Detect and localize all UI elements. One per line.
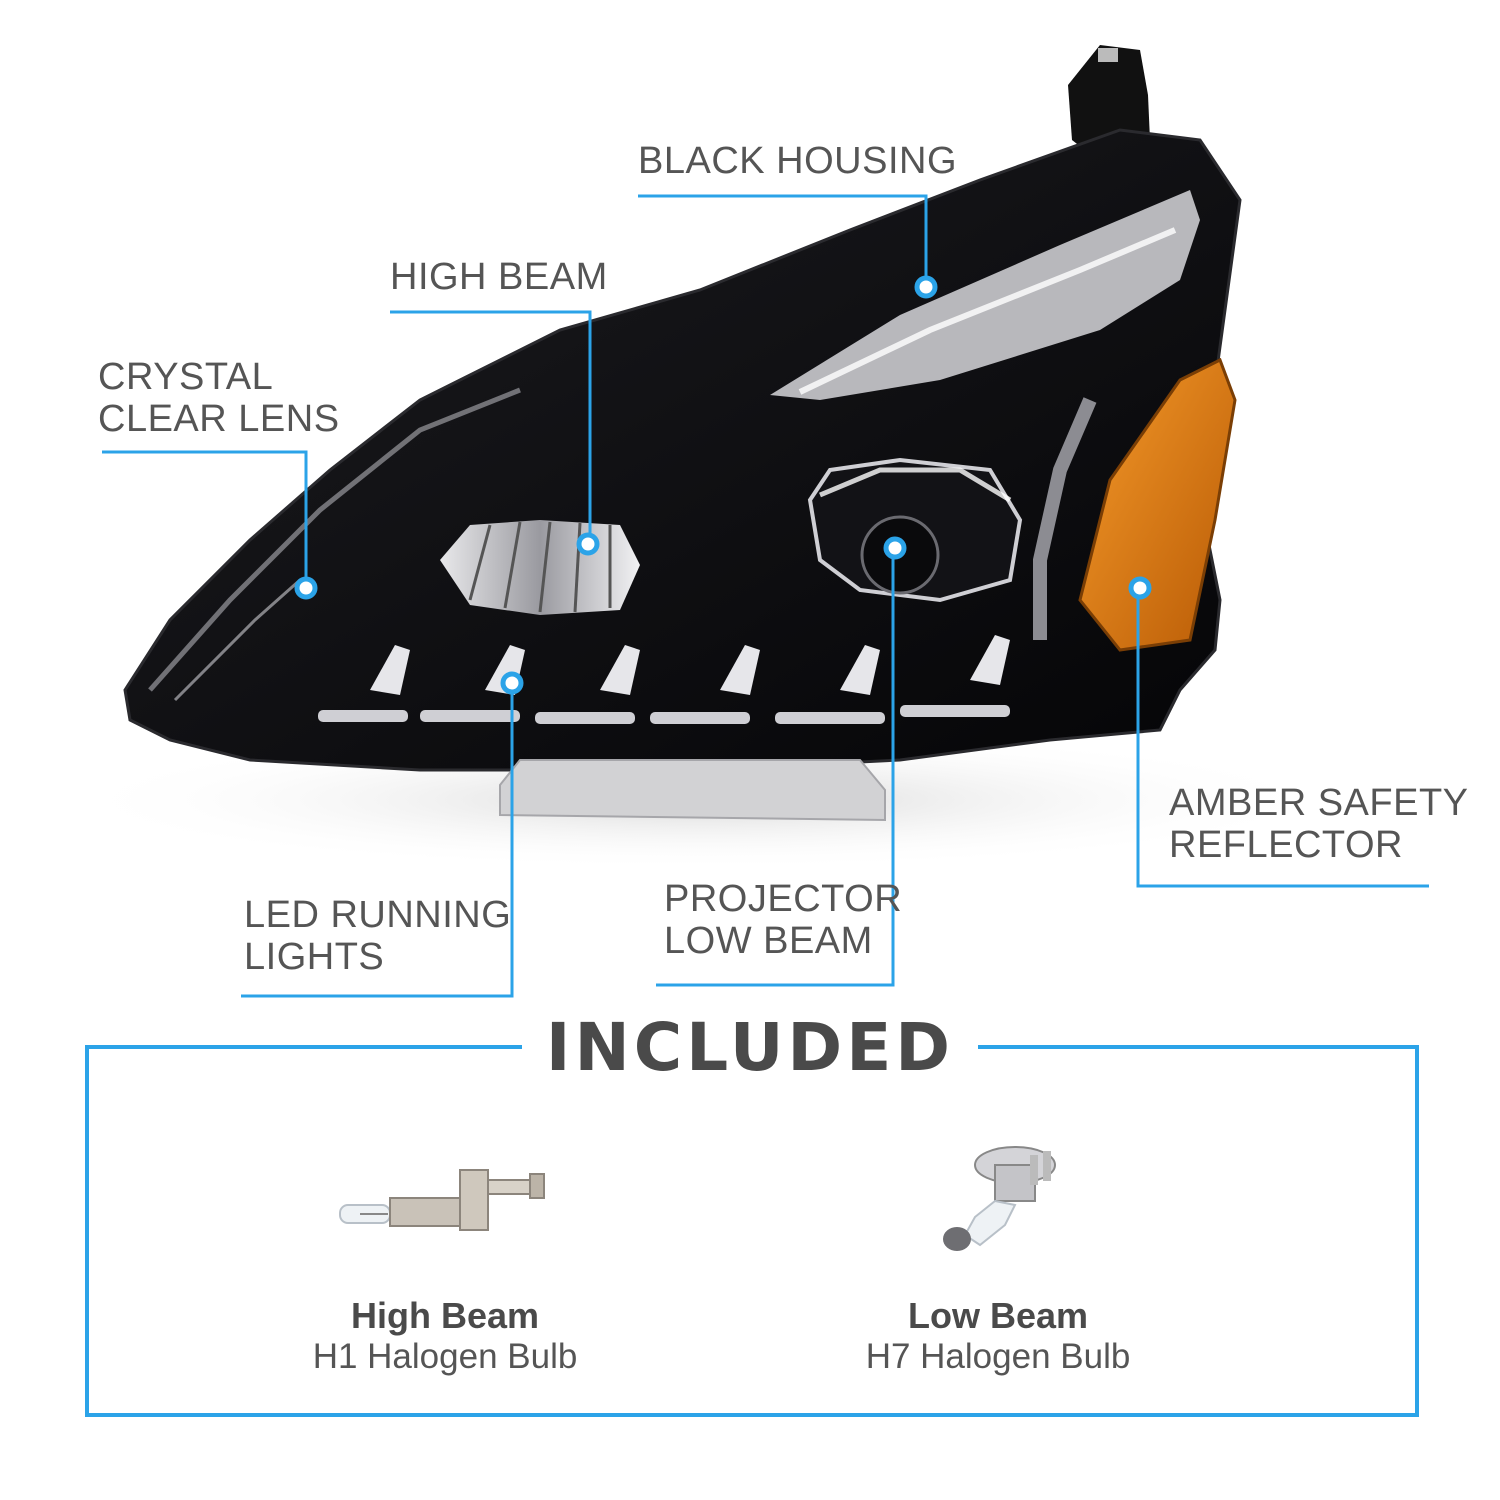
headlight-product-image xyxy=(60,45,1429,998)
included-box-top-right xyxy=(948,1045,1415,1049)
callout-projector-low-beam: PROJECTOR LOW BEAM xyxy=(664,878,903,962)
included-title: INCLUDED xyxy=(0,1009,1500,1086)
h7-bulb-icon xyxy=(943,1146,1056,1251)
bulb-name: High Beam xyxy=(350,1295,540,1336)
included-item-high-beam: High Beam H1 Halogen Bulb xyxy=(235,1296,655,1378)
callout-amber-safety-reflector: AMBER SAFETY REFLECTOR xyxy=(1169,782,1469,866)
callout-high-beam: HIGH BEAM xyxy=(390,256,608,298)
included-box xyxy=(85,1045,1419,1417)
callout-crystal-clear-lens: CRYSTAL CLEAR LENS xyxy=(98,356,340,440)
bulb-detail: H1 Halogen Bulb xyxy=(312,1337,578,1376)
bulb-name: Low Beam xyxy=(907,1295,1089,1336)
included-item-low-beam: Low Beam H7 Halogen Bulb xyxy=(788,1296,1208,1378)
included-box-top-left xyxy=(85,1045,550,1049)
callout-led-running-lights: LED RUNNING LIGHTS xyxy=(244,894,512,978)
bulb-detail: H7 Halogen Bulb xyxy=(865,1337,1131,1376)
h1-bulb-icon xyxy=(339,1169,545,1231)
callout-black-housing: BLACK HOUSING xyxy=(638,140,958,182)
